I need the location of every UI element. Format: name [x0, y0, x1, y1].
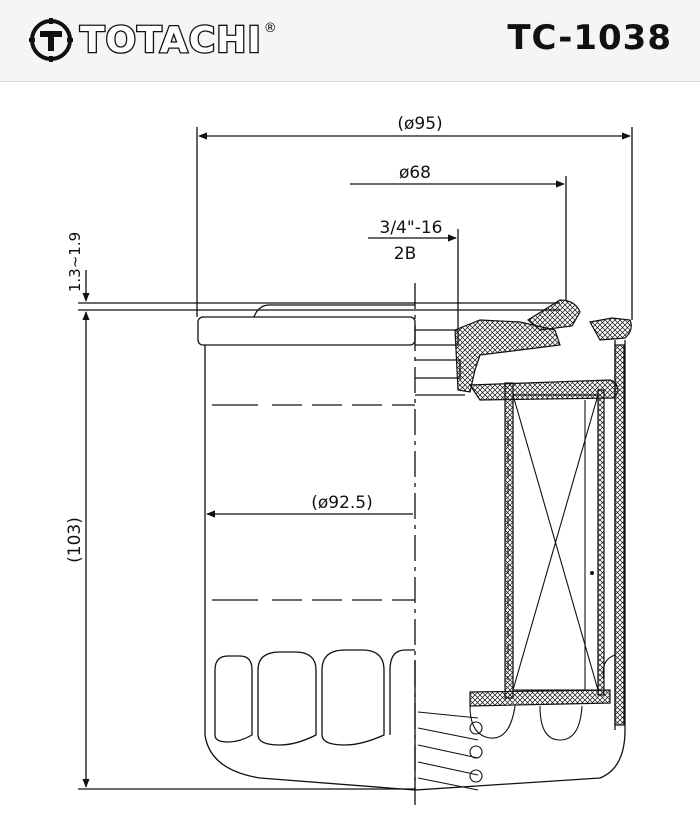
- thread-class-label: 2B: [394, 244, 416, 264]
- brand-name: TOTACHI: [79, 18, 262, 62]
- gasket-diameter-label: ø68: [399, 163, 431, 183]
- outer-diameter-label: (ø95): [397, 114, 442, 134]
- brand-logo: TOTACHI ®: [28, 14, 277, 66]
- filter-drawing: (ø95) ø68 3/4"-16 2B (ø92.5) 1.3~1.9 (10…: [65, 114, 633, 805]
- height-label: (103): [65, 517, 85, 563]
- part-number: TC-1038: [507, 18, 672, 58]
- gear-t-icon: [29, 18, 73, 62]
- registered-mark: ®: [263, 20, 277, 36]
- header: TOTACHI ® TC-1038: [0, 0, 700, 82]
- body-diameter-label: (ø92.5): [311, 493, 373, 513]
- thread-spec-label: 3/4"-16: [380, 218, 443, 238]
- gasket-thickness-label: 1.3~1.9: [66, 232, 84, 292]
